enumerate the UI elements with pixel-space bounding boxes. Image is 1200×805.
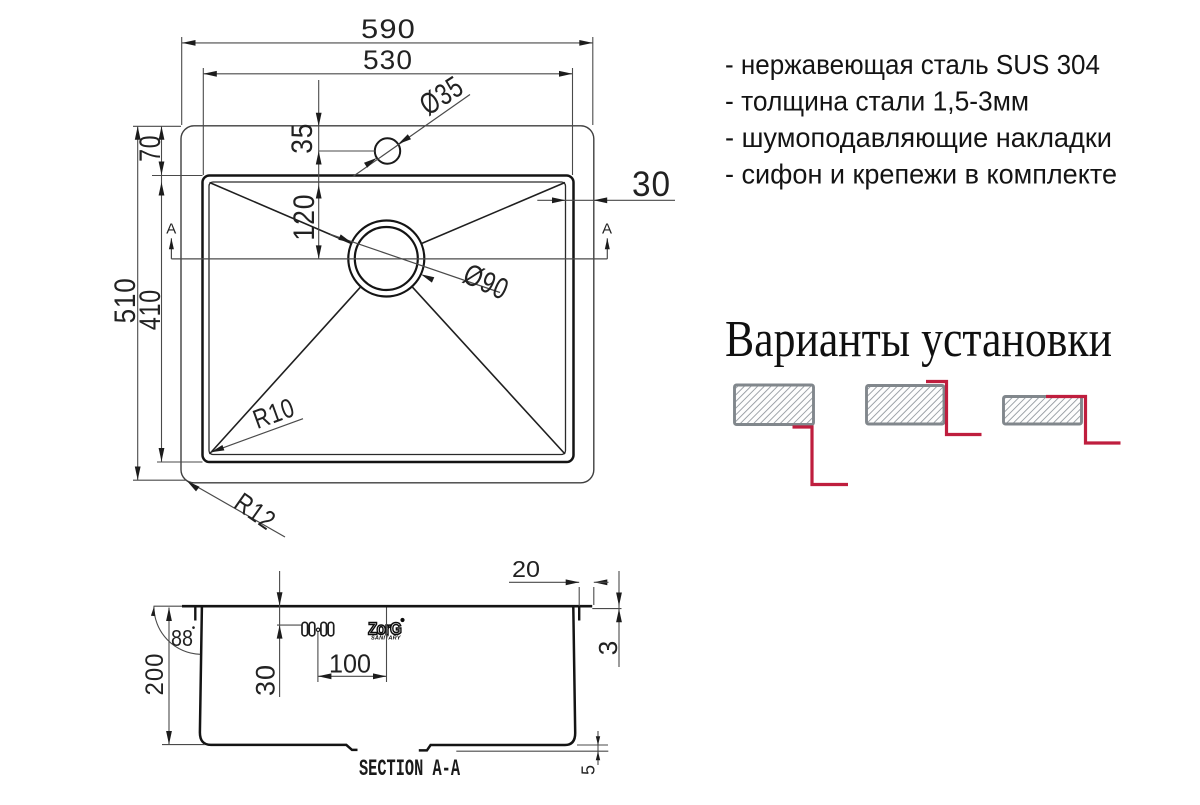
- svg-text:200: 200: [141, 653, 169, 696]
- svg-text:3: 3: [593, 640, 623, 655]
- svg-text:A: A: [166, 221, 177, 238]
- svg-text:35: 35: [286, 123, 319, 154]
- svg-text:30: 30: [632, 165, 671, 204]
- svg-text:ZorG: ZorG: [368, 619, 401, 639]
- svg-text:A: A: [602, 221, 613, 238]
- svg-text:•: •: [192, 623, 196, 634]
- svg-text:590: 590: [361, 14, 416, 44]
- svg-text:SECTION A-A: SECTION A-A: [359, 756, 460, 782]
- svg-text:Варианты установки: Варианты установки: [725, 311, 1112, 368]
- svg-text:70: 70: [134, 135, 167, 162]
- svg-text:20: 20: [512, 556, 540, 582]
- svg-text:5: 5: [579, 764, 599, 775]
- svg-text:530: 530: [363, 45, 413, 75]
- svg-text:100: 100: [329, 648, 371, 678]
- svg-text:- шумоподавляющие накладки: - шумоподавляющие накладки: [725, 122, 1112, 153]
- svg-text:120: 120: [288, 194, 321, 241]
- svg-text:30: 30: [251, 664, 281, 696]
- svg-text:510: 510: [109, 277, 142, 323]
- svg-text:88: 88: [171, 625, 193, 651]
- svg-text:- толщина стали 1,5-3мм: - толщина стали 1,5-3мм: [725, 86, 1029, 117]
- svg-text:410: 410: [134, 289, 167, 330]
- svg-text:- нержавеющая сталь SUS 304: - нержавеющая сталь SUS 304: [725, 49, 1100, 80]
- svg-text:- сифон и крепежи в комплекте: - сифон и крепежи в комплекте: [725, 158, 1117, 189]
